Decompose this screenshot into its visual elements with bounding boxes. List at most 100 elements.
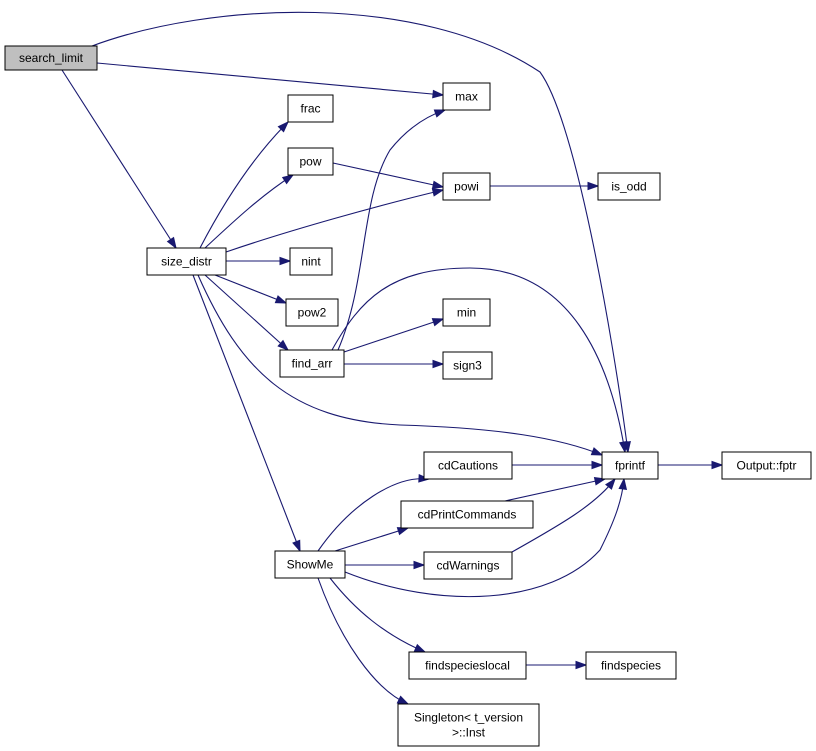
edge-line xyxy=(331,267,626,453)
arrowhead xyxy=(413,560,426,570)
edge-line xyxy=(337,109,446,351)
edge-fprintf-to-output-fptr xyxy=(658,460,724,470)
arrowhead xyxy=(277,339,290,351)
node-pow2[interactable]: pow2 xyxy=(285,298,339,327)
node-box xyxy=(423,551,513,580)
node-powi[interactable]: powi xyxy=(442,172,491,201)
edge-find-arr-to-max xyxy=(337,109,447,351)
arrowhead xyxy=(591,460,604,470)
arrowhead xyxy=(431,318,445,327)
node-singleton-inst[interactable]: Singleton< t_version>::Inst xyxy=(397,703,540,747)
node-pow[interactable]: pow xyxy=(287,147,334,176)
arrowhead xyxy=(575,660,588,670)
edge-line xyxy=(197,274,603,456)
node-box xyxy=(400,500,534,529)
edge-line xyxy=(192,274,301,552)
arrowhead xyxy=(292,539,301,553)
edge-line xyxy=(344,478,625,598)
node-box xyxy=(274,550,346,579)
node-output-fptr[interactable]: Output::fptr xyxy=(721,451,812,480)
node-box xyxy=(146,247,227,276)
arrowhead xyxy=(281,174,295,185)
edge-findspecieslocal-to-findspecies xyxy=(526,660,588,670)
edge-showme-to-singleton-inst xyxy=(317,577,410,705)
node-showme[interactable]: ShowMe xyxy=(274,550,346,579)
node-label: find_arr xyxy=(292,357,333,371)
arrowhead xyxy=(590,447,604,456)
node-label: is_odd xyxy=(611,180,646,194)
arrowhead xyxy=(587,181,600,191)
node-label: >::Inst xyxy=(452,726,486,740)
node-label: findspecieslocal xyxy=(425,659,510,673)
edge-search-limit-to-fprintf xyxy=(91,11,631,454)
edge-size-distr-to-frac xyxy=(199,120,290,249)
edge-size-distr-to-pow2 xyxy=(214,274,288,304)
edge-cdcautions-to-fprintf xyxy=(512,460,604,470)
edge-find-arr-to-fprintf xyxy=(331,267,628,454)
edge-size-distr-to-fprintf xyxy=(197,274,604,456)
node-size-distr[interactable]: size_distr xyxy=(146,247,227,276)
node-box xyxy=(585,651,677,680)
node-label: max xyxy=(455,90,478,104)
arrowhead xyxy=(431,188,445,197)
node-nint[interactable]: nint xyxy=(289,247,333,276)
node-box xyxy=(285,298,339,327)
edge-line xyxy=(332,162,444,188)
node-max[interactable]: max xyxy=(442,82,491,111)
arrowhead xyxy=(277,120,290,133)
edge-showme-to-fprintf xyxy=(344,477,628,598)
node-box xyxy=(442,351,493,380)
edge-showme-to-cdwarnings xyxy=(345,560,426,570)
node-box xyxy=(279,349,345,378)
node-box xyxy=(4,45,98,71)
node-box xyxy=(397,703,540,747)
edges-layer xyxy=(61,11,724,705)
arrowhead xyxy=(432,89,445,99)
edge-line xyxy=(96,62,444,96)
arrowhead xyxy=(396,527,410,536)
edge-showme-to-findspecieslocal xyxy=(329,577,427,653)
node-box xyxy=(442,82,491,111)
edge-size-distr-to-pow xyxy=(204,174,295,249)
node-box xyxy=(423,451,513,480)
node-find-arr[interactable]: find_arr xyxy=(279,349,345,378)
edge-line xyxy=(334,527,409,552)
arrowhead xyxy=(619,440,628,454)
edge-line xyxy=(225,189,444,253)
arrowhead xyxy=(433,109,447,118)
node-frac[interactable]: frac xyxy=(287,94,334,123)
node-label: fprintf xyxy=(615,459,646,473)
node-min[interactable]: min xyxy=(442,298,491,327)
arrowhead xyxy=(431,180,445,189)
node-box xyxy=(442,298,491,327)
node-fprintf[interactable]: fprintf xyxy=(601,451,659,480)
node-search-limit[interactable]: search_limit xyxy=(4,45,98,71)
edge-cdprintcommands-to-fprintf xyxy=(504,477,607,502)
edge-line xyxy=(204,274,289,351)
node-label: min xyxy=(457,306,476,320)
node-label: search_limit xyxy=(19,51,84,65)
node-findspecieslocal[interactable]: findspecieslocal xyxy=(408,651,527,680)
node-label: cdCautions xyxy=(438,459,498,473)
node-sign3[interactable]: sign3 xyxy=(442,351,493,380)
node-is-odd[interactable]: is_odd xyxy=(597,172,661,201)
edge-line xyxy=(511,478,616,553)
node-box xyxy=(287,147,334,176)
node-label: size_distr xyxy=(161,255,212,269)
node-label: Singleton< t_version xyxy=(414,711,523,725)
node-box xyxy=(721,451,812,480)
edge-size-distr-to-powi xyxy=(225,188,445,253)
node-label: nint xyxy=(301,255,321,269)
node-cdcautions[interactable]: cdCautions xyxy=(423,451,513,480)
node-findspecies[interactable]: findspecies xyxy=(585,651,677,680)
node-cdprintcommands[interactable]: cdPrintCommands xyxy=(400,500,534,529)
edge-line xyxy=(343,318,444,353)
node-box xyxy=(601,451,659,480)
node-box xyxy=(289,247,333,276)
node-cdwarnings[interactable]: cdWarnings xyxy=(423,551,513,580)
node-label: pow2 xyxy=(298,306,327,320)
node-box xyxy=(442,172,491,201)
arrowhead xyxy=(413,643,427,653)
